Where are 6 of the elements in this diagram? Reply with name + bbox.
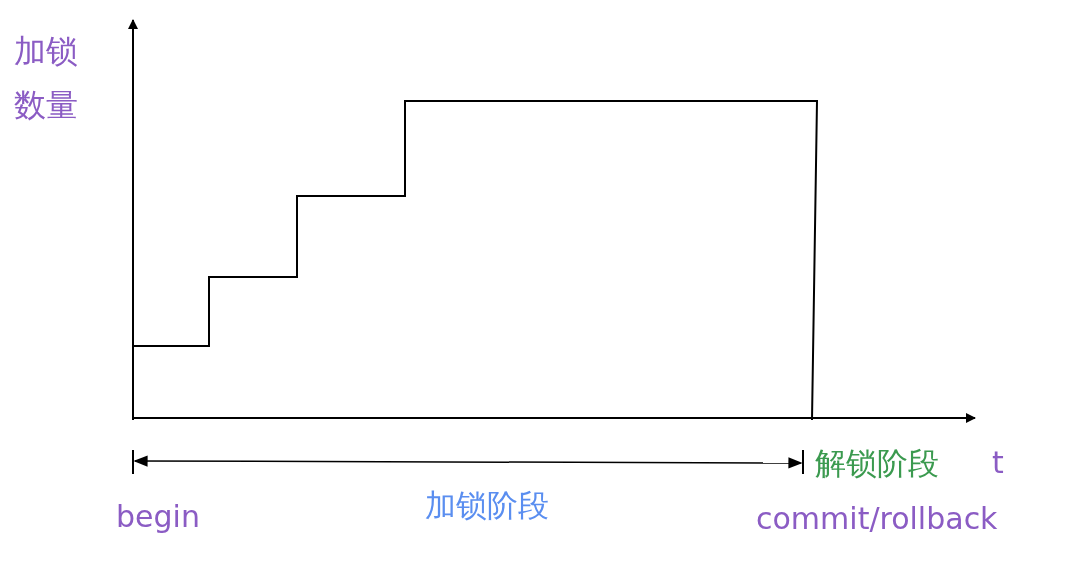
phase-label: 解锁阶段 [815,446,939,482]
time-label: begin [116,500,200,535]
axis-label: 加锁数量 [14,31,79,127]
axis-label: t [992,446,1004,481]
time-label: commit/rollback [756,502,998,537]
phase-label: 加锁阶段 [425,488,549,524]
